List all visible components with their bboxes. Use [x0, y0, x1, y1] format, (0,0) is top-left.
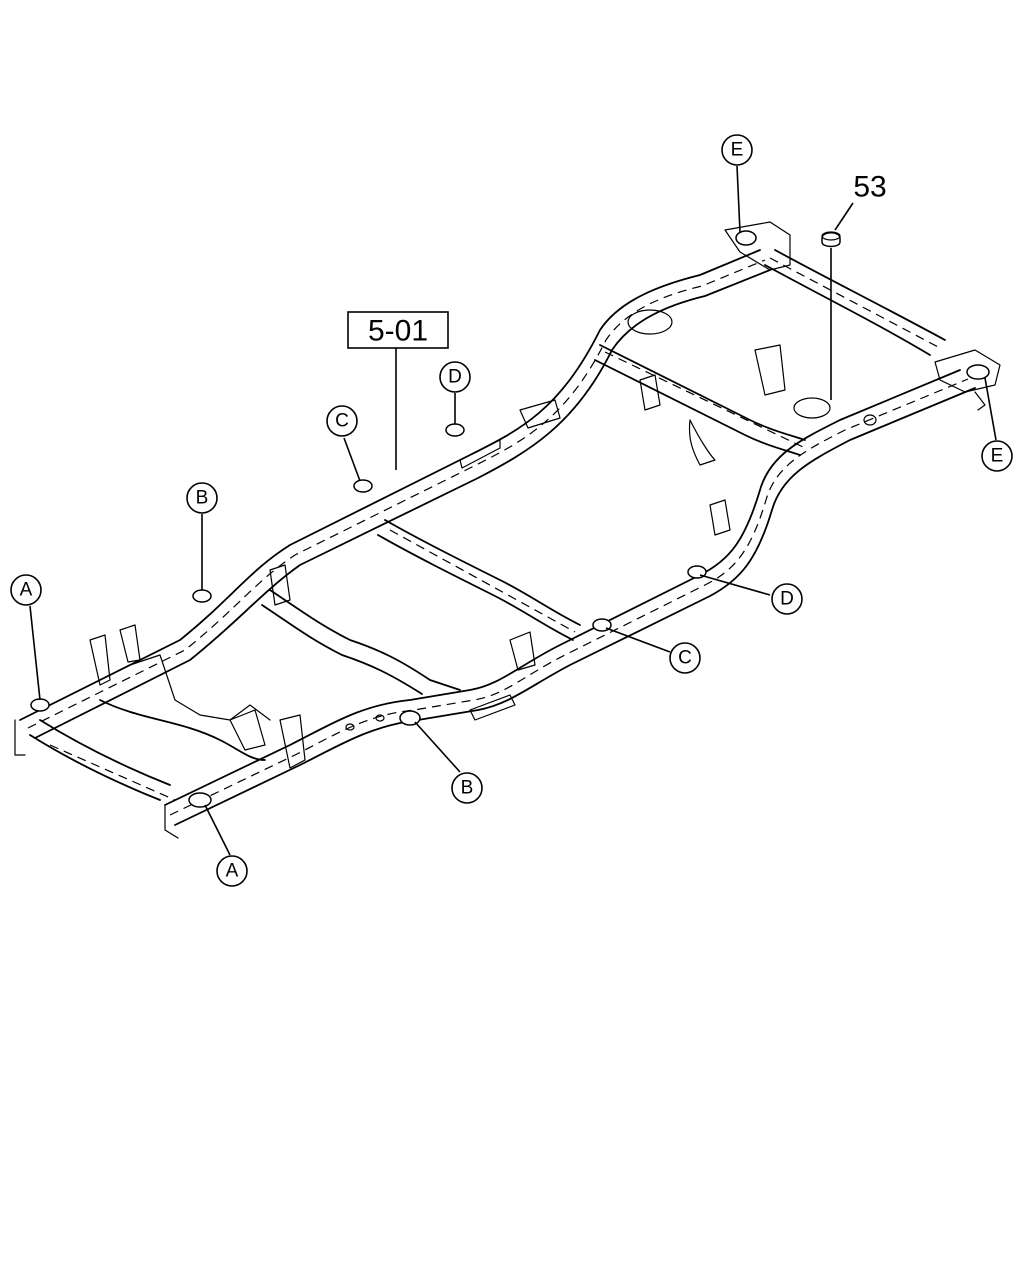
mount-c-left: [353, 479, 373, 493]
callout-b-lower: B: [451, 772, 483, 804]
rear-bracket-right: [934, 349, 1001, 411]
bracket-front-left: [89, 624, 141, 686]
mount-e-right: [966, 364, 990, 380]
crossmember-5: [599, 344, 806, 441]
crossmember-2-detail: [129, 654, 271, 721]
mount-a-right: [188, 792, 212, 808]
part-53-pad-top: [821, 231, 841, 241]
callout-e-right: E: [981, 440, 1013, 472]
leader-c-lower: [605, 627, 671, 653]
mount-a-left: [30, 698, 50, 712]
leader-b-lower: [414, 721, 461, 773]
front-crossmember: [29, 719, 171, 801]
callout-d-lower: D: [771, 583, 803, 615]
callout-e-right-label: E: [991, 446, 1004, 467]
bracket-mid-left: [269, 439, 501, 606]
callout-c-upper: C: [326, 405, 358, 437]
callout-b-upper-label: B: [196, 488, 209, 509]
callout-a-left-label: A: [20, 580, 33, 601]
reference-box-frame: [347, 311, 449, 349]
callout-d-upper-label: D: [448, 367, 462, 388]
rear-spring-eye-left: [627, 309, 673, 335]
callout-a-left: A: [10, 574, 42, 606]
rear-crossmember-hidden: [769, 257, 941, 349]
callout-d-lower-label: D: [780, 589, 794, 610]
leader-a-left: [29, 605, 41, 701]
frame-hole-front-2: [345, 723, 355, 731]
reference-box-label: 5-01: [368, 315, 428, 348]
chassis-frame: [14, 221, 1001, 839]
crossmember-3-lower: [261, 604, 423, 695]
crossmember-5-lower: [594, 359, 801, 456]
crossmember-5-hidden: [604, 351, 806, 449]
leader-a-bottom: [204, 804, 231, 856]
front-end-stub-left: [14, 719, 179, 839]
frame-hole-front-1: [375, 714, 385, 722]
mount-e-left: [735, 230, 757, 246]
leader-c-upper: [343, 437, 361, 482]
callout-a-bottom-label: A: [226, 861, 239, 882]
rear-spring-eye-right: [793, 397, 831, 419]
right-rail-inner: [174, 387, 976, 826]
bracket-front-right: [229, 709, 306, 769]
crossmember-4-hidden: [389, 529, 576, 633]
crossmember-2: [99, 699, 266, 761]
callout-c-upper-label: C: [335, 411, 349, 432]
callout-b-lower-label: B: [461, 778, 474, 799]
reference-box: 5-01: [347, 311, 449, 349]
leader-part-53: [834, 202, 854, 231]
rear-bracket-left: [724, 221, 791, 271]
mount-d-left: [445, 423, 465, 437]
leader-d-lower: [699, 574, 771, 596]
callout-d-upper: D: [439, 361, 471, 393]
left-rail-outer: [19, 249, 761, 721]
leader-e-right: [984, 377, 997, 441]
bracket-rear-right: [688, 419, 731, 536]
body-mounts: [30, 230, 990, 808]
right-rail-outer: [164, 369, 961, 806]
bracket-mid-right: [469, 631, 536, 721]
mount-b-left: [192, 589, 212, 603]
leader-e-top: [736, 165, 741, 233]
crossmember-4-lower: [377, 534, 574, 641]
left-rail-inner: [34, 269, 771, 739]
callout-a-bottom: A: [216, 855, 248, 887]
callout-e-top: E: [721, 134, 753, 166]
mount-b-right: [399, 710, 421, 726]
part-number-label: 53: [853, 171, 886, 204]
callout-e-top-label: E: [731, 140, 744, 161]
callout-c-lower: C: [669, 642, 701, 674]
right-rail-hidden: [169, 378, 969, 816]
crossmember-3: [269, 589, 461, 691]
front-crossmember-hidden: [49, 744, 176, 801]
frame-hole-rear: [863, 414, 877, 426]
left-rail-hidden: [27, 259, 766, 729]
spring-hanger-rear: [754, 344, 786, 396]
rear-crossmember: [764, 249, 946, 356]
leader-lines: [29, 165, 997, 856]
callout-c-lower-label: C: [678, 648, 692, 669]
crossmember-4: [384, 519, 581, 626]
callout-b-upper: B: [186, 482, 218, 514]
bracket-rear-left: [519, 374, 661, 429]
